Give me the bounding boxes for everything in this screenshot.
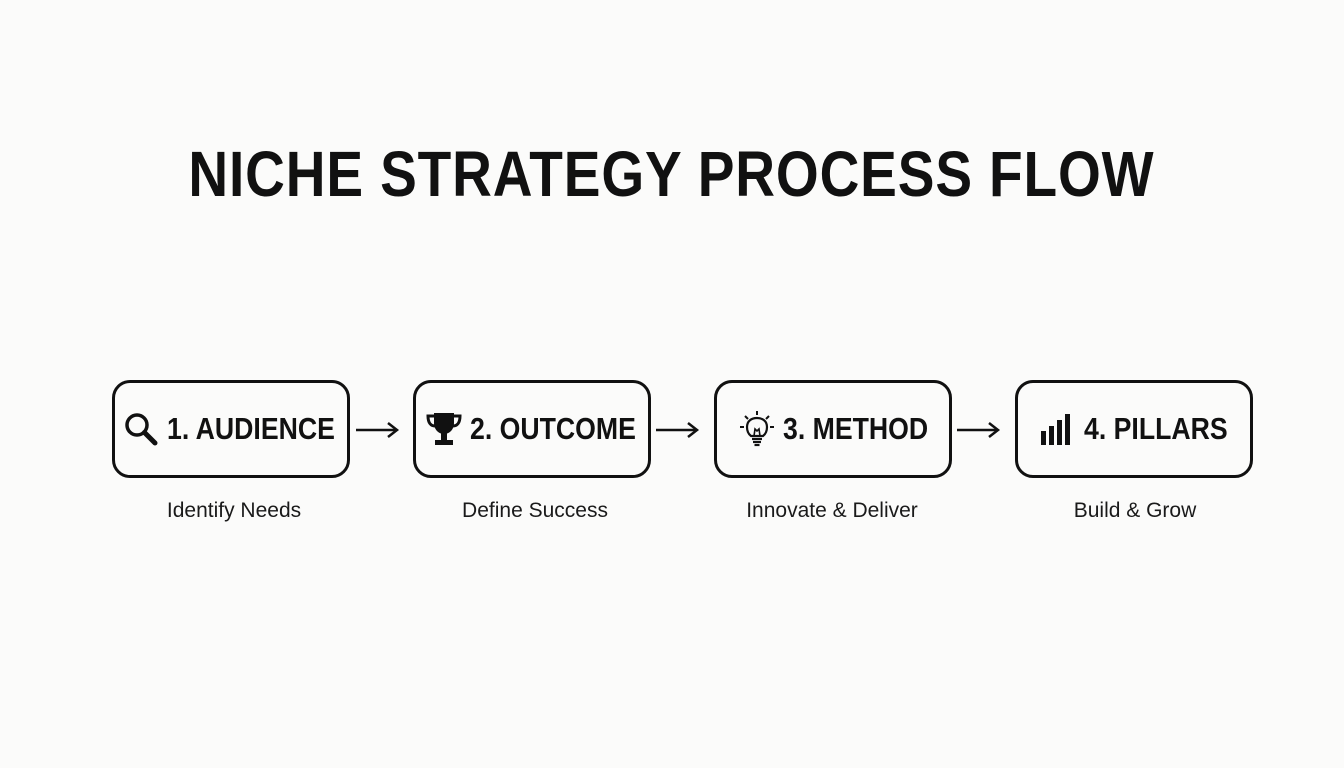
- step-label-audience: 1. AUDIENCE: [167, 411, 336, 446]
- step-label-outcome: 2. OUTCOME: [469, 411, 636, 446]
- flow-arrow: [354, 418, 400, 442]
- step-label-pillars: 4. PILLARS: [1084, 411, 1229, 446]
- bar-chart-icon: [1038, 409, 1078, 449]
- page-title: NICHE STRATEGY PROCESS FLOW: [188, 138, 1155, 210]
- flow-arrow: [654, 418, 700, 442]
- step-caption-pillars: Build & Grow: [1073, 499, 1197, 522]
- step-caption-method: Innovate & Deliver: [746, 499, 918, 522]
- step-box-method: 3. METHOD: [714, 380, 952, 478]
- step-box-audience: 1. AUDIENCE: [112, 380, 350, 478]
- lightbulb-icon: [737, 409, 777, 449]
- trophy-icon: [424, 409, 464, 449]
- step-box-pillars: 4. PILLARS: [1015, 380, 1253, 478]
- step-caption-outcome: Define Success: [462, 499, 608, 522]
- step-box-outcome: 2. OUTCOME: [413, 380, 651, 478]
- step-label-method: 3. METHOD: [782, 411, 928, 446]
- magnifier-icon: [121, 409, 161, 449]
- flow-arrow: [955, 418, 1001, 442]
- step-caption-audience: Identify Needs: [166, 499, 302, 522]
